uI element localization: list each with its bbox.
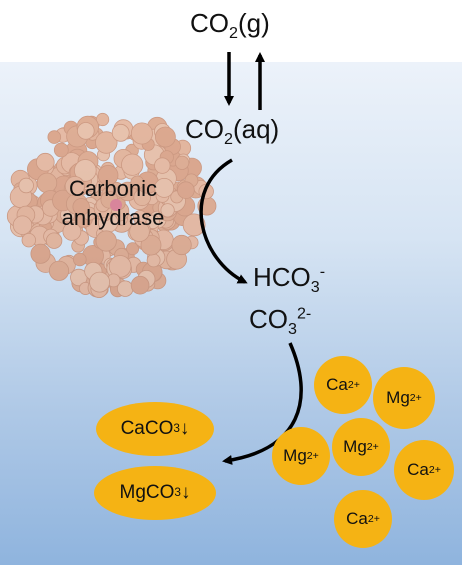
enzyme-blob-bead	[154, 177, 175, 198]
enzyme-blob-bead	[96, 112, 110, 127]
co2-gas-label: CO2(g)	[190, 8, 270, 41]
enzyme-blob-bead	[108, 255, 132, 278]
ion-symbol: Ca	[346, 509, 368, 528]
enzyme-blob-bead	[47, 130, 62, 144]
co2-aq-phase: (aq)	[232, 114, 280, 144]
carbonate-label: CO32-	[249, 304, 312, 337]
hydration-arrow	[199, 158, 248, 284]
co2-aq-label: CO2(aq)	[185, 114, 280, 147]
carbonate-charge: 2-	[296, 304, 312, 323]
enzyme-blob-bead	[72, 198, 90, 216]
enzyme-blob-bead	[89, 271, 110, 293]
enzyme-blob-bead	[130, 175, 145, 190]
enzyme-blob-bead	[145, 214, 161, 230]
co2-aq-subscript: 2	[224, 130, 233, 149]
enzyme-label-line1: Carbonic	[68, 176, 158, 201]
precipitation-arrow	[222, 342, 303, 465]
carbonate-subscript: 3	[288, 320, 297, 339]
enzyme-blob-bead	[97, 164, 119, 186]
enzyme-blob-bead	[18, 177, 34, 194]
enzyme-blob-bead	[64, 176, 85, 197]
enzyme-blob-bead	[53, 142, 69, 158]
bicarbonate-label: HCO3-	[253, 262, 326, 295]
enzyme-label: Carbonic anhydrase	[28, 174, 198, 232]
enzyme-blob-bead	[154, 126, 176, 148]
enzyme-blob-bead	[95, 131, 118, 154]
precipitate-base: MgCO	[119, 482, 175, 503]
bicarbonate-subscript: 3	[310, 278, 320, 297]
enzyme-blob-bead	[30, 243, 51, 264]
enzyme-blob-bead	[154, 157, 171, 174]
precipitate-arrow-icon: ↓	[179, 418, 190, 439]
enzyme-blob-bead	[36, 152, 55, 172]
co2-aq-base: CO	[185, 114, 224, 144]
enzyme-label-line2: anhydrase	[61, 205, 165, 230]
enzyme-blob-bead	[111, 123, 130, 142]
enzyme-blob-bead	[171, 234, 192, 256]
bicarbonate-base: HCO	[253, 262, 311, 292]
enzyme-blob-bead	[126, 242, 140, 256]
co2-gas-subscript: 2	[229, 24, 238, 43]
precipitate-base: CaCO	[120, 418, 174, 439]
enzyme-blob-bead	[77, 122, 95, 140]
enzyme-blob-bead	[115, 184, 129, 198]
enzyme-blob-bead	[95, 230, 117, 252]
ion-symbol: Ca	[326, 375, 348, 394]
ion-symbol: Ca	[407, 460, 429, 479]
enzyme-blob-bead	[45, 232, 63, 249]
precipitate-arrow-icon: ↓	[180, 482, 191, 503]
ion-symbol: Mg	[343, 437, 367, 456]
enzyme-active-site	[110, 199, 122, 211]
ion-symbol: Mg	[386, 388, 410, 407]
carbonate-base: CO	[249, 304, 288, 334]
enzyme-blob-bead	[74, 159, 97, 182]
enzyme-blob-bead	[160, 203, 175, 218]
enzyme-blob-bead	[129, 221, 150, 242]
ion-symbol: Mg	[283, 446, 307, 465]
enzyme-blob-bead	[62, 221, 82, 241]
enzyme-blob-bead	[182, 213, 206, 237]
co2-gas-phase: (g)	[237, 8, 270, 38]
enzyme-blob-bead	[48, 260, 70, 281]
enzyme-blob-bead	[130, 122, 153, 145]
enzyme-blob-bead	[140, 234, 162, 256]
enzyme-blob-bead	[21, 232, 37, 248]
enzyme-blob-bead	[177, 181, 195, 200]
co2-gas-base: CO	[190, 8, 229, 38]
enzyme-blob-bead	[121, 153, 144, 176]
bicarbonate-charge: -	[319, 262, 326, 281]
enzyme-blob-bead	[130, 275, 150, 295]
enzyme-blob-bead	[12, 215, 33, 235]
enzyme-blob-bead	[175, 155, 190, 170]
enzyme-blob-bead	[73, 252, 87, 267]
